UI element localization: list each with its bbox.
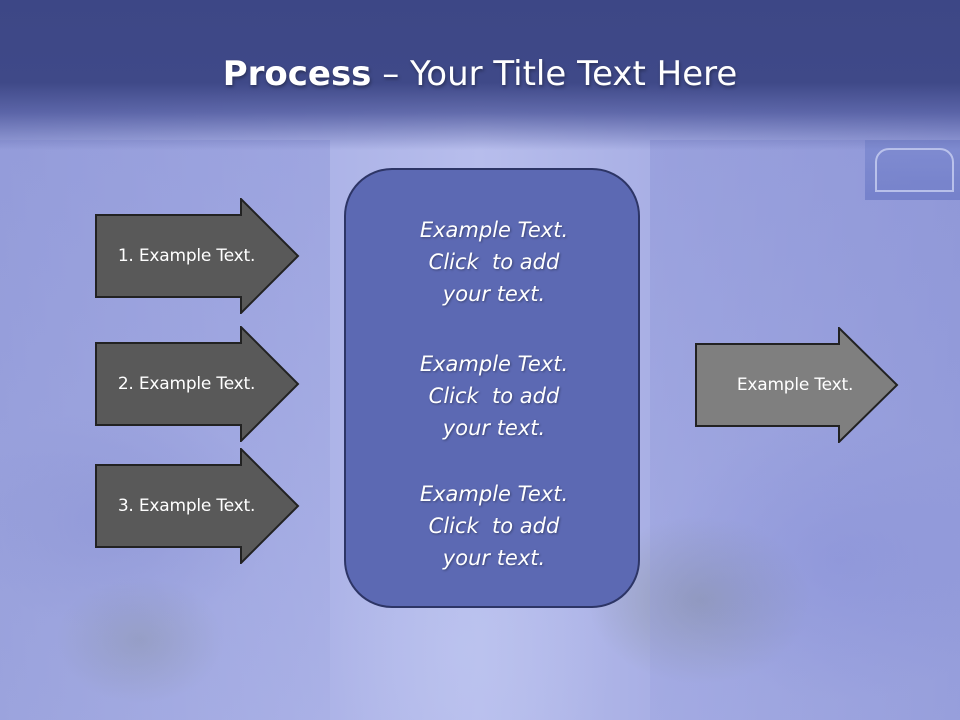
step-arrow-3-label: 3. Example Text. — [117, 496, 256, 516]
block-line-1: Example Text. — [419, 218, 569, 242]
title-band — [0, 0, 960, 150]
title-bold-part: Process — [222, 54, 372, 94]
center-text-block-2[interactable]: Example Text. Click to add your text. — [346, 348, 642, 444]
block-line-2: Click to add — [428, 250, 560, 274]
title-rest-part: – Your Title Text Here — [371, 54, 738, 94]
step-arrow-1-label: 1. Example Text. — [117, 246, 256, 266]
center-text-block-3[interactable]: Example Text. Click to add your text. — [346, 478, 642, 574]
step-arrow-3[interactable]: 3. Example Text. — [95, 448, 300, 564]
block-line-3: your text. — [442, 546, 546, 570]
block-line-2: Click to add — [428, 514, 560, 538]
result-arrow[interactable]: Example Text. — [695, 327, 900, 443]
step-arrow-2-label: 2. Example Text. — [117, 374, 256, 394]
block-line-3: your text. — [442, 416, 546, 440]
center-text-block-1[interactable]: Example Text. Click to add your text. — [346, 214, 642, 310]
step-arrow-1[interactable]: 1. Example Text. — [95, 198, 300, 314]
arrow-shape — [95, 448, 300, 564]
background-window — [865, 140, 960, 200]
background-right-wall — [650, 140, 960, 720]
block-line-3: your text. — [442, 282, 546, 306]
step-arrow-2[interactable]: 2. Example Text. — [95, 326, 300, 442]
arrow-shape — [95, 326, 300, 442]
center-text-box[interactable]: Example Text. Click to add your text. Ex… — [344, 168, 640, 608]
block-line-1: Example Text. — [419, 352, 569, 376]
arrow-shape — [95, 198, 300, 314]
arrow-shape — [695, 327, 899, 443]
result-arrow-label: Example Text. — [736, 375, 854, 395]
block-line-2: Click to add — [428, 384, 560, 408]
block-line-1: Example Text. — [419, 482, 569, 506]
slide-title[interactable]: Process – Your Title Text Here — [0, 52, 960, 96]
